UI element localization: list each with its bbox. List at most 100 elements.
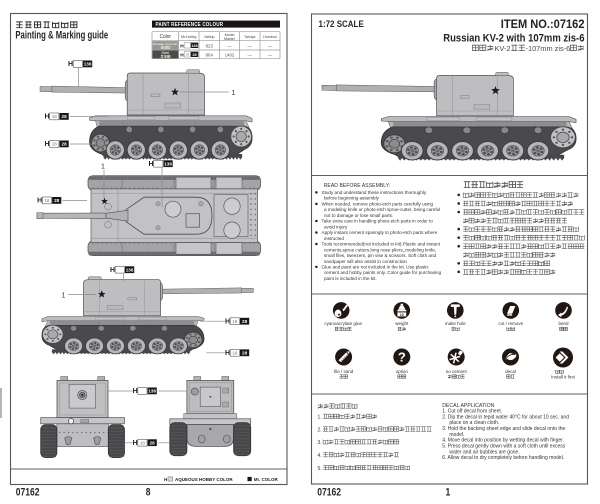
svg-text:5. Press decal gently down wit: 5. Press decal gently down with a soft c… [442, 444, 566, 450]
svg-text:18: 18 [185, 53, 189, 57]
svg-text:1. Cut off decal from sheet.: 1. Cut off decal from sheet. [442, 408, 502, 414]
svg-text:instructed: instructed [324, 236, 344, 241]
svg-text:28: 28 [54, 198, 60, 203]
svg-text:28: 28 [242, 350, 248, 355]
svg-text:weight: weight [395, 321, 409, 326]
svg-text:PAINT REFERENCE COLOUR: PAINT REFERENCE COLOUR [156, 22, 224, 29]
svg-text:paint is included in the kit.: paint is included in the kit. [324, 276, 377, 281]
svg-text:before beginning assembly: before beginning assembly [324, 196, 380, 201]
svg-text:H: H [68, 61, 73, 68]
svg-text:1: 1 [446, 486, 451, 498]
svg-text:Humbrol: Humbrol [263, 35, 277, 39]
svg-text:4.: 4. [318, 453, 322, 459]
svg-text:2. Dip the decal in tepid wate: 2. Dip the decal in tepid water 40°C for… [442, 414, 569, 420]
svg-text:Painting & Marking guide: Painting & Marking guide [15, 29, 108, 40]
svg-text:not to damage or lose small pa: not to damage or lose small parts. [324, 213, 393, 218]
svg-text:—: — [248, 43, 253, 48]
svg-text:—: — [227, 43, 232, 48]
svg-text:H: H [180, 44, 184, 50]
svg-text:Apply instant cement sparingly: Apply instant cement sparingly to photo-… [322, 230, 438, 235]
svg-text:Tools recommended(not included: Tools recommended(not included in kit):P… [322, 242, 441, 247]
svg-text:option: option [396, 369, 409, 374]
svg-text:136: 136 [191, 43, 198, 48]
svg-text:H: H [164, 477, 167, 482]
svg-text:When needed, remove photo-etch: When needed, remove photo-etch parts car… [322, 201, 434, 206]
svg-text:18: 18 [232, 319, 238, 324]
svg-text:28: 28 [242, 319, 248, 324]
svg-text:—: — [248, 53, 253, 58]
svg-text:6. Allow decal to dry complete: 6. Allow decal to dry completely before … [442, 455, 564, 461]
svg-text:H: H [110, 267, 115, 274]
svg-text:Tamiya: Tamiya [244, 35, 255, 39]
svg-text:—: — [268, 43, 273, 48]
svg-text:H: H [225, 318, 230, 325]
svg-text:—: — [268, 53, 273, 58]
svg-text:18: 18 [232, 350, 238, 355]
svg-text:18: 18 [52, 114, 58, 119]
svg-text:KV-2: KV-2 [495, 44, 511, 53]
svg-text:a modeling knife or photo-etch: a modeling knife or photo-etch sprue-cut… [324, 207, 440, 212]
svg-text:Study and understand these ins: Study and understand these instructions … [322, 190, 427, 195]
svg-text:Model: Model [225, 33, 235, 37]
svg-text:1402: 1402 [225, 53, 235, 58]
svg-text:136: 136 [164, 161, 172, 166]
svg-text:Master: Master [224, 37, 236, 41]
svg-text:-107mm zis-6: -107mm zis-6 [526, 44, 571, 53]
svg-text:Take extra care in handling ph: Take extra care in handling photo-etch p… [322, 219, 434, 224]
svg-text:3. Hold the backing sheet edge: 3. Hold the backing sheet edge and slide… [442, 426, 565, 432]
svg-text:Russian Green(2): Russian Green(2) [153, 42, 177, 46]
svg-text:small files, tweezers, pin vis: small files, tweezers, pin vise & scisso… [324, 253, 437, 258]
svg-text:cements,sprue cutters,long nos: cements,sprue cutters,long nose pliers,,… [324, 247, 436, 252]
svg-text:H: H [45, 141, 50, 148]
svg-text:H: H [133, 440, 138, 447]
svg-text:water and air bubbles are gone: water and air bubbles are gone. [449, 449, 519, 455]
svg-text:decal: decal [505, 369, 516, 374]
svg-text:Color: Color [160, 34, 172, 40]
svg-text:cement and hobby paints only.: cement and hobby paints only. Color guid… [324, 270, 442, 275]
svg-text:1: 1 [62, 293, 66, 300]
svg-text:cut / remove: cut / remove [498, 321, 523, 326]
svg-text:no cement: no cement [446, 369, 468, 374]
svg-text:Steel: Steel [161, 51, 169, 55]
svg-text:file / sand: file / sand [334, 369, 354, 374]
svg-text:10: 10 [400, 313, 404, 317]
svg-text:H: H [37, 198, 42, 205]
svg-text:Vallejo: Vallejo [204, 35, 215, 39]
svg-text:1.: 1. [318, 415, 322, 421]
svg-text:28: 28 [150, 440, 156, 445]
svg-text:ITEM NO.:07162: ITEM NO.:07162 [501, 19, 585, 31]
svg-text:H: H [225, 350, 230, 357]
svg-text:823: 823 [206, 43, 214, 48]
svg-text:AQUEOUS HOBBY COLOR: AQUEOUS HOBBY COLOR [175, 477, 233, 482]
svg-text:avoid injury: avoid injury [324, 224, 348, 229]
svg-text:H: H [133, 388, 138, 395]
svg-text:28: 28 [62, 142, 68, 147]
svg-text:place on a clean cloth.: place on a clean cloth. [449, 420, 499, 426]
svg-text:136: 136 [126, 267, 134, 272]
svg-text:1:72 SCALE: 1:72 SCALE [319, 19, 364, 30]
svg-text:07162: 07162 [317, 486, 341, 498]
svg-text:136: 136 [148, 389, 156, 394]
svg-text:bend: bend [558, 321, 569, 326]
svg-text:2.: 2. [318, 427, 322, 433]
svg-text:5.: 5. [318, 466, 322, 472]
svg-text:H: H [180, 53, 184, 59]
svg-text:model.: model. [449, 432, 464, 438]
svg-text:READ BEFORE ASSEMBLY:: READ BEFORE ASSEMBLY: [324, 183, 391, 189]
svg-text:Mr.Hobby: Mr.Hobby [181, 35, 197, 39]
svg-text:cyanoacrylate glue: cyanoacrylate glue [324, 321, 362, 326]
svg-text:?: ? [398, 350, 406, 365]
svg-text:28: 28 [192, 52, 197, 57]
svg-text:864: 864 [206, 53, 214, 58]
svg-text:136: 136 [84, 62, 92, 67]
svg-text:18: 18 [44, 198, 50, 203]
svg-text:8: 8 [146, 486, 151, 498]
svg-text:H: H [149, 161, 154, 168]
svg-text:Russian KV-2 with 107mm zis-6: Russian KV-2 with 107mm zis-6 [443, 33, 584, 45]
svg-text:3.: 3. [318, 440, 322, 446]
svg-text:4. Move decal into position by: 4. Move decal into position by wetting d… [442, 438, 564, 444]
svg-text:DECAL APPLICATION: DECAL APPLICATION [442, 403, 494, 409]
svg-text:Install it first: Install it first [551, 375, 576, 380]
svg-text:1: 1 [232, 90, 236, 97]
svg-text:Mr. COLOR: Mr. COLOR [254, 477, 279, 482]
